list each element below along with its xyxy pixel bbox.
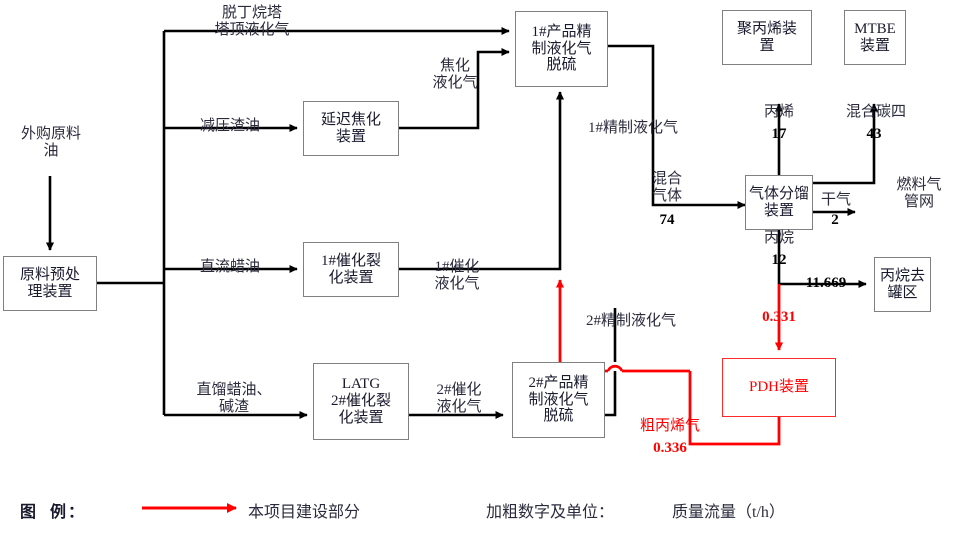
unit-pdh[interactable]: PDH装置 (722, 358, 836, 417)
stream-label-fcc1-lpg: 1#催化 液化气 (434, 259, 480, 292)
unit-label: PDH装置 (748, 379, 809, 396)
unit-desulfurization-2[interactable]: 2#产品精 制液化气 脱硫 (512, 362, 605, 438)
flow-value-mixed-gas: 74 (659, 212, 675, 228)
unit-polypropylene[interactable]: 聚丙烯装 置 (722, 10, 812, 65)
stream-label-refined1-lpg: 1#精制液化气 (588, 120, 679, 136)
stream-label-straight-run-wax-oil: 直流蜡油 (199, 259, 260, 275)
flow-value-crude-propylene: 0.336 (653, 440, 687, 456)
unit-gas-fractionation[interactable]: 气体分馏 装置 (745, 175, 813, 230)
unit-delayed-coking[interactable]: 延迟焦化 装置 (303, 101, 399, 156)
unit-latg-fcc2[interactable]: LATG 2#催化裂 化装置 (313, 363, 409, 440)
unit-label: 气体分馏 装置 (748, 185, 809, 219)
unit-propane-tank-farm[interactable]: 丙烷去 罐区 (874, 257, 931, 312)
stream-label-crude-propylene: 粗丙烯气 (639, 418, 700, 434)
stream-label-propylene: 丙烯 (763, 104, 794, 120)
legend-bold-note-value: 质量流量（t/h） (672, 504, 785, 521)
stream-label-refined2-lpg: 2#精制液化气 (586, 313, 677, 329)
stream-label-propane: 丙烷 (763, 230, 794, 246)
stream-label-straight-wax-alkali-residue: 直馏蜡油、 碱渣 (196, 382, 272, 415)
stream-label-coker-lpg: 焦化 液化气 (432, 58, 478, 91)
unit-fcc1[interactable]: 1#催化裂 化装置 (303, 242, 399, 297)
flow-value-propylene: 17 (771, 126, 787, 142)
unit-label: LATG 2#催化裂 化装置 (330, 376, 391, 426)
unit-label: MTBE 装置 (854, 20, 896, 54)
legend-title: 图 例： (20, 504, 87, 521)
legend-bold-note-key: 加粗数字及单位： (486, 504, 615, 521)
flow-value-propane-to-pdh: 0.331 (762, 309, 796, 325)
unit-label: 原料预处 理装置 (19, 266, 80, 300)
flow-value-propane-to-tank: 11.669 (805, 275, 847, 291)
stream-label-vacuum-residue: 减压渣油 (199, 118, 260, 134)
flow-value-propane: 12 (771, 252, 787, 268)
unit-label: 1#催化裂 化装置 (320, 252, 381, 286)
flow-value-mixed-c4: 43 (866, 126, 882, 142)
unit-mtbe[interactable]: MTBE 装置 (844, 10, 906, 65)
stream-label-purchased-feed: 外购原料 油 (20, 126, 81, 159)
stream-label-fuel-gas-network: 燃料气 管网 (896, 177, 942, 210)
unit-label: 聚丙烯装 置 (736, 20, 797, 54)
unit-label: 1#产品精 制液化气 脱硫 (531, 23, 592, 74)
unit-desulfurization-1[interactable]: 1#产品精 制液化气 脱硫 (515, 11, 608, 87)
stream-label-fcc2-lpg: 2#催化 液化气 (436, 382, 482, 415)
unit-label: 2#产品精 制液化气 脱硫 (528, 374, 589, 425)
unit-feed-pretreat[interactable]: 原料预处 理装置 (3, 256, 97, 311)
unit-label: 延迟焦化 装置 (320, 111, 381, 145)
flow-value-dry-gas: 2 (831, 212, 839, 228)
legend-arrow-meaning: 本项目建设部分 (248, 504, 361, 521)
stream-label-mixed-gas: 混合 气体 (651, 171, 682, 204)
stream-label-mixed-c4: 混合碳四 (845, 104, 906, 120)
stream-label-debutanizer-overhead: 脱丁烷塔 塔顶液化气 (214, 5, 290, 38)
legend-arrow-icon (142, 503, 237, 513)
unit-label: 丙烷去 罐区 (879, 267, 925, 301)
stream-label-dry-gas: 干气 (820, 192, 851, 208)
